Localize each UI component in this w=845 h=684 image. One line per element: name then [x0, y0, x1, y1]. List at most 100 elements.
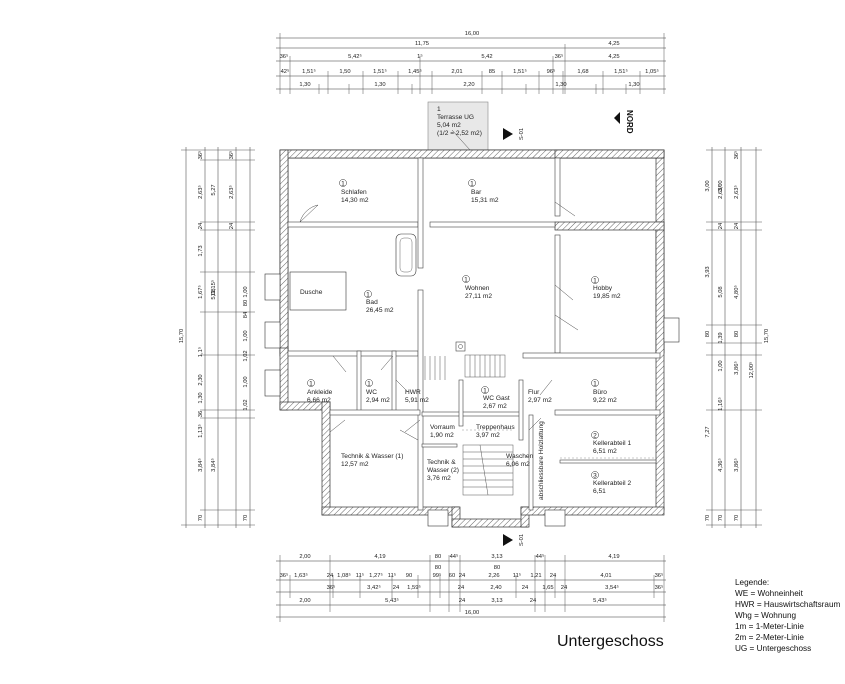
room-name: Ankleide [307, 389, 333, 396]
dim-top: 1,45⁵ [408, 68, 422, 75]
dim-right-total: 15,70 [764, 329, 770, 344]
room-dusche: Dusche [300, 289, 323, 296]
dim-left-total: 15,70 [179, 329, 185, 344]
room-note: (1/2 = 2,52 m2) [437, 130, 482, 137]
dim-bottom: 36⁵ [655, 572, 664, 579]
room-technik1: Technik & Wasser (1) 12,57 m2 [341, 453, 403, 468]
dim-bottom: 2,26 [488, 573, 499, 579]
room-area: 6,51 [593, 488, 606, 495]
dim-bottom: 2,40 [490, 585, 501, 591]
room-technik2: Technik & Wasser (2) 3,76 m2 [427, 459, 459, 482]
room-number: 1 [366, 292, 370, 299]
dim-left: 80 [243, 300, 249, 306]
room-name: Dusche [300, 289, 323, 296]
room-area: 5,91 m2 [405, 397, 429, 404]
room-number: 1 [437, 106, 441, 113]
dim-right: 70 [718, 515, 724, 521]
dim-bottom: 1,65 [542, 585, 553, 591]
dim-right: 70 [734, 515, 740, 521]
dim-left: 36⁵ [197, 150, 204, 159]
dim-right: 80 [705, 331, 711, 337]
dim-left: 1,73 [198, 245, 204, 256]
room-name: Wasser (2) [427, 467, 459, 474]
dim-top: 1,51⁵ [614, 68, 628, 75]
room-area: 26,45 m2 [366, 307, 394, 314]
room-bar: 1 Bar 15,31 m2 [468, 179, 499, 204]
dim-left: 1,13⁵ [197, 424, 204, 438]
room-keller1: 2 Kellerabteil 1 6,51 m2 [591, 431, 631, 455]
north-label: NORD [625, 110, 634, 134]
room-number: 1 [593, 381, 597, 388]
dim-right: 3,86⁵ [733, 361, 740, 375]
dim-left: 24 [229, 222, 235, 229]
room-name: Waschen [506, 453, 534, 460]
dim-top: 4,25 [608, 54, 619, 60]
room-area: 9,22 m2 [593, 397, 617, 404]
dim-right: 5,08 [718, 286, 724, 297]
dim-top: 4,25 [608, 41, 619, 47]
dim-right: 70 [705, 515, 711, 521]
room-area: 6,66 m2 [307, 397, 331, 404]
room-ankleide: 1 Ankleide 6,66 m2 [307, 379, 333, 404]
dim-left: 2,63⁵ [228, 185, 235, 199]
dim-right: 4,80⁵ [733, 285, 740, 299]
dim-bottom: 1,59⁵ [407, 584, 421, 591]
dim-left: 1,00 [243, 376, 249, 387]
dim-left: 1,00 [243, 330, 249, 341]
dim-top: 96⁵ [547, 68, 556, 75]
holzlattung-label: abschliessbare Holzlattung [538, 421, 545, 500]
dim-bottom: 36⁵ [327, 584, 336, 591]
dim-right: 36⁵ [733, 150, 740, 159]
room-name: Vorraum [430, 424, 455, 431]
dim-bottom: 2,00 [299, 598, 310, 604]
dim-top: 36⁵ [280, 53, 289, 60]
room-number: 1 [483, 388, 487, 395]
room-area: 6,06 m2 [506, 461, 530, 468]
dim-right: 2,63⁵ [733, 185, 740, 199]
room-name: Wohnen [465, 285, 490, 292]
dim-top: 1,30 [374, 82, 385, 88]
dim-top: 85 [489, 69, 495, 75]
room-name: Büro [593, 389, 607, 396]
room-area: 27,11 m2 [465, 293, 492, 300]
dim-bottom: 24 [459, 573, 466, 579]
dim-top: 1,51⁵ [302, 68, 316, 75]
room-keller2: 3 Kellerabteil 2 6,51 [591, 471, 631, 495]
room-area: 5,04 m2 [437, 122, 461, 129]
dim-right: 3,86⁵ [733, 458, 740, 472]
dim-left: 1,00 [243, 286, 249, 297]
room-name: Bar [471, 189, 482, 196]
dim-bottom: 44⁵ [450, 553, 459, 560]
room-area: 12,57 m2 [341, 461, 369, 468]
dim-right: 80 [734, 331, 740, 337]
dim-left: 70 [198, 515, 204, 521]
room-name: Kellerabteil 1 [593, 440, 631, 447]
dim-top: 1,30 [628, 82, 639, 88]
dim-top: 1,30 [299, 82, 310, 88]
section-label: S-01 [519, 128, 525, 140]
room-name: Terrasse UG [437, 114, 474, 121]
room-buero: 1 Büro 9,22 m2 [591, 379, 617, 404]
dim-bottom: 5,43⁵ [385, 597, 399, 604]
dim-top-total: 16,00 [465, 31, 480, 37]
dim-bottom-total: 16,00 [465, 610, 480, 616]
dim-right: 3,93 [705, 266, 711, 277]
dim-bottom: 80 [435, 554, 441, 560]
dim-right: 1,16⁵ [717, 397, 724, 411]
left-dimension-chains: 15,70 36⁵ 2,63⁵ 24 1,73 1,67⁵ 1,1⁵ 2,30 … [179, 147, 255, 528]
dim-bottom: 11⁵ [513, 572, 522, 579]
dim-bottom: 1,21 [530, 573, 541, 579]
legend-item: 2m = 2-Meter-Linie [735, 633, 804, 642]
dim-left: 1,02 [243, 350, 249, 361]
dim-bottom: 24 [561, 585, 568, 591]
dim-left: 1,02 [243, 399, 249, 410]
room-area: 1,90 m2 [430, 432, 454, 439]
dim-bottom: 4,19 [608, 554, 619, 560]
room-hwr: HWR 5,91 m2 [405, 389, 429, 404]
dim-top: 2,01 [451, 69, 462, 75]
room-waschen: Waschen 6,06 m2 [506, 453, 534, 468]
dim-left: 84 [243, 311, 249, 318]
legend-heading: Legende: [735, 578, 769, 587]
dim-top: 1,68 [577, 69, 588, 75]
dim-left: 3,84⁵ [210, 458, 217, 472]
